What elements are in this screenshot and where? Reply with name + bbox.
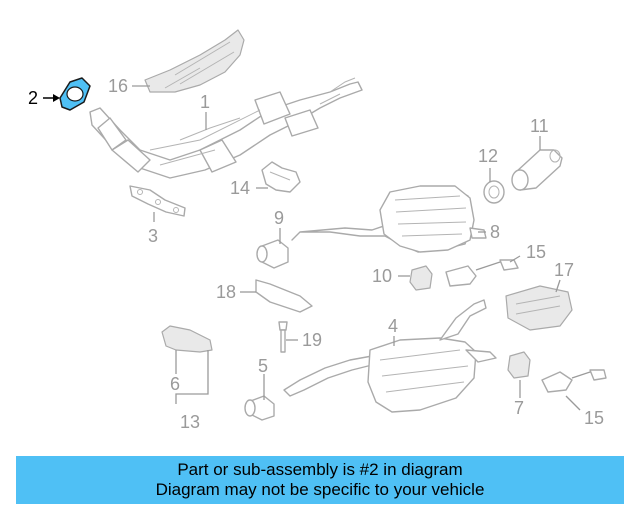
callout-17: 17 [554, 260, 574, 280]
tailpipe-clamp-part-12 [483, 180, 505, 204]
heat-shield-part-17 [505, 285, 573, 331]
banner-line-2: Diagram may not be specific to your vehi… [155, 480, 485, 499]
clamp-part-5 [244, 395, 275, 421]
oxygen-sensor-part-15-upper [445, 259, 519, 287]
hanger-part-14 [261, 161, 301, 193]
callout-11: 11 [530, 116, 549, 136]
callout-10: 10 [372, 266, 392, 286]
callout-6: 6 [170, 374, 180, 394]
callout-7: 7 [514, 398, 524, 418]
leader-part-2 [43, 94, 60, 102]
callout-12: 12 [478, 146, 498, 166]
center-muffler-part-8 [291, 185, 487, 253]
callout-15-upper: 15 [526, 242, 546, 262]
callout-13: 13 [180, 412, 200, 432]
tailpipe-tip-part-11 [511, 149, 563, 191]
callout-14: 14 [230, 178, 250, 198]
bolt-part-19 [278, 321, 288, 353]
exhaust-system-diagram: 2 16 1 3 14 9 8 12 11 10 15 17 18 19 4 5… [28, 29, 607, 432]
leader-lines [132, 85, 581, 411]
callout-2[interactable]: 2 [28, 88, 38, 108]
bracket-part-3 [129, 185, 186, 217]
callout-1: 1 [200, 92, 210, 112]
gasket-part-2[interactable] [59, 77, 91, 111]
callout-18: 18 [216, 282, 236, 302]
rear-muffler-part-4 [283, 299, 497, 413]
mount-part-7 [507, 351, 531, 379]
banner-line-1: Part or sub-assembly is #2 in diagram [177, 460, 463, 479]
callout-19: 19 [302, 330, 322, 350]
oxygen-sensor-part-15-lower [541, 369, 607, 393]
info-banner: Part or sub-assembly is #2 in diagram Di… [16, 456, 624, 504]
callout-5: 5 [258, 356, 268, 376]
callout-3: 3 [148, 226, 158, 246]
heat-shield-part-16 [144, 29, 245, 93]
shield-plate-part-18 [255, 279, 313, 313]
callout-8: 8 [490, 222, 500, 242]
callout-4: 4 [388, 316, 398, 336]
callout-9: 9 [274, 208, 284, 228]
clamp-part-9 [256, 239, 289, 269]
mount-part-10 [409, 265, 433, 291]
callout-15-lower: 15 [584, 408, 604, 428]
front-pipe-catalyst-part-1 [89, 77, 363, 179]
callout-16: 16 [108, 76, 128, 96]
bracket-part-6 [161, 325, 213, 353]
